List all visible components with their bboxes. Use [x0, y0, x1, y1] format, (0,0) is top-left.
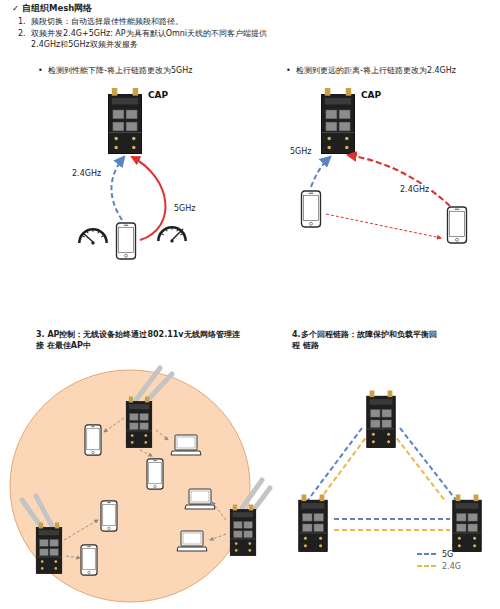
link-label: 2.4GHz [398, 184, 431, 195]
legend-sample [416, 551, 438, 557]
link-label: 2.4GHz [70, 168, 103, 179]
list-number: 1. [18, 16, 26, 27]
bullet: • [38, 65, 43, 76]
legend-sample [416, 563, 438, 569]
panel-caption: 3. AP控制：无线设备始终通过802.11v无线网络管理连接 在最佳AP中 [36, 329, 242, 351]
title: ✓ 自组织Mesh网络 [12, 3, 92, 15]
list-number: 2. [18, 28, 26, 39]
panel-caption: 检测到性能下降-将上行链路更改为5GHz [48, 65, 192, 76]
legend: 5G 2.4G [416, 548, 461, 572]
device-label: CAP [361, 90, 381, 100]
bullet: • [286, 65, 291, 76]
device-label: CAP [148, 90, 168, 100]
legend-row: 5G [416, 548, 461, 560]
legend-text: 2.4G [442, 562, 461, 571]
access-point: CAP [319, 90, 357, 152]
link-label: 5GHz [172, 203, 198, 214]
legend-row: 2.4G [416, 560, 461, 572]
access-point: CAP [106, 90, 144, 152]
list-text: 频段切换：自动选择最佳性能频段和路径。 [31, 16, 183, 27]
panel-caption: 检测到更远的距离-将上行链路更改为2.4GHz [296, 65, 456, 76]
panel-caption: 4.多个回程链路：故障保护和负载平衡回程 链路 [292, 329, 442, 351]
link-label: 5GHz [288, 146, 314, 157]
list-text: 双频并发2.4G+5GHz: AP为具有默认Omni天线的不同客户端提供 2.4… [31, 28, 281, 50]
legend-text: 5G [442, 550, 453, 559]
